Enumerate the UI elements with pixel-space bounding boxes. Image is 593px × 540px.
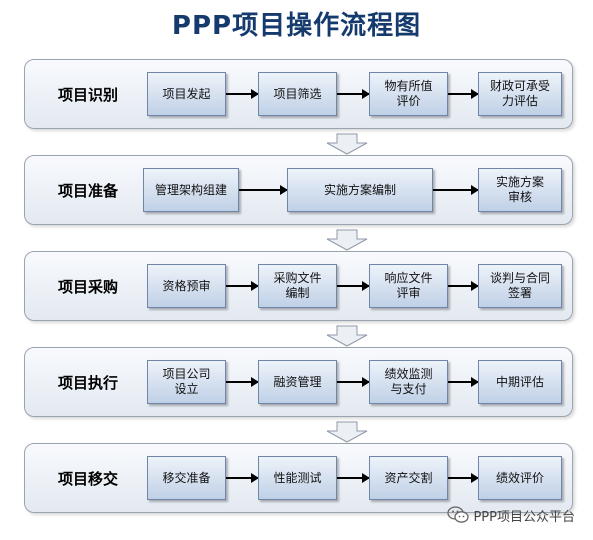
watermark: PPP项目公众平台: [447, 504, 575, 526]
step-mid-term-evaluation: 中期评估: [478, 360, 562, 404]
stage-project-identification: 项目识别 项目发起 项目筛选 物有所值 评价 财政可承受 力评估: [24, 59, 573, 129]
step-performance-monitoring: 绩效监测 与支付: [369, 360, 448, 404]
step-management-structure: 管理架构组建: [143, 168, 239, 212]
step-prequalification: 资格预审: [147, 264, 226, 308]
step-company-establishment: 项目公司 设立: [147, 360, 226, 404]
stage-project-preparation: 项目准备 管理架构组建 实施方案编制 实施方案 审核: [24, 155, 573, 225]
flow-arrow: [448, 281, 479, 291]
flow-arrow: [448, 89, 479, 99]
stage-project-handover: 项目移交 移交准备 性能测试 资产交割 绩效评价: [24, 443, 573, 513]
watermark-text: PPP项目公众平台: [473, 509, 575, 525]
stage-label: 项目采购: [57, 277, 118, 296]
step-negotiation-contract: 谈判与合同 签署: [478, 264, 562, 308]
step-project-initiation: 项目发起: [147, 72, 226, 116]
stage-label: 项目识别: [57, 85, 118, 104]
step-performance-evaluation: 绩效评价: [478, 456, 562, 500]
stage-down-arrow: [326, 229, 368, 251]
flow-arrow: [337, 377, 370, 387]
stage-label: 项目执行: [57, 373, 118, 392]
stage-project-procurement: 项目采购 资格预审 采购文件 编制 响应文件 评审 谈判与合同 签署: [24, 251, 573, 321]
stage-down-arrow: [326, 325, 368, 347]
flow-arrow: [337, 281, 370, 291]
step-asset-delivery: 资产交割: [369, 456, 448, 500]
flow-arrow: [448, 377, 479, 387]
step-fiscal-affordability: 财政可承受 力评估: [478, 72, 562, 116]
page-title: PPP项目操作流程图: [171, 11, 422, 41]
stage-label: 项目准备: [57, 181, 118, 200]
flow-arrow: [226, 473, 259, 483]
step-performance-testing: 性能测试: [258, 456, 337, 500]
step-value-for-money: 物有所值 评价: [369, 72, 448, 116]
stage-down-arrow: [326, 133, 368, 155]
stage-project-execution: 项目执行 项目公司 设立 融资管理 绩效监测 与支付 中期评估: [24, 347, 573, 417]
wechat-icon: [447, 506, 470, 523]
flow-arrow: [239, 185, 288, 195]
step-handover-preparation: 移交准备: [147, 456, 226, 500]
flow-arrow: [448, 473, 479, 483]
step-response-evaluation: 响应文件 评审: [369, 264, 448, 308]
stage-down-arrow: [326, 421, 368, 443]
step-financing-management: 融资管理: [258, 360, 337, 404]
flow-arrow: [226, 89, 259, 99]
step-project-screening: 项目筛选: [258, 72, 337, 116]
step-procurement-documents: 采购文件 编制: [258, 264, 337, 308]
flow-arrow: [337, 473, 370, 483]
stage-label: 项目移交: [57, 469, 118, 488]
step-plan-review: 实施方案 审核: [478, 168, 562, 212]
step-implementation-plan: 实施方案编制: [287, 168, 433, 212]
flow-arrow: [337, 89, 370, 99]
flow-arrow: [226, 377, 259, 387]
flow-arrow: [226, 281, 259, 291]
flow-arrow: [433, 185, 479, 195]
